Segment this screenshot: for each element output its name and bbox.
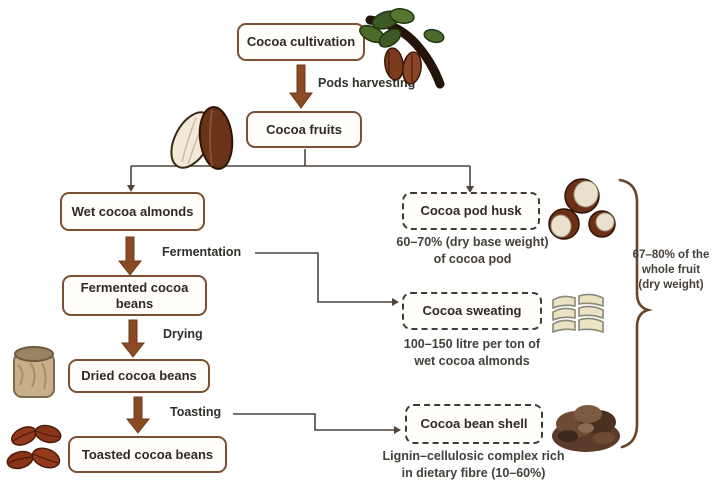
node-cocoa-pod-husk[interactable]: Cocoa pod husk [402, 192, 540, 230]
bean-shell-pile-icon [552, 405, 620, 452]
arrow-cultivation-to-fruits [289, 64, 313, 109]
node-cocoa-fruits[interactable]: Cocoa fruits [246, 111, 362, 148]
fermentation-connector [255, 252, 392, 303]
label-pods-harvesting: Pods harvesting [318, 76, 416, 90]
cocoa-bean-shell-note: Lignin–cellulosic complex rich in dietar… [382, 449, 565, 480]
flow-arrows [117, 64, 313, 434]
node-wet-cocoa-almonds[interactable]: Wet cocoa almonds [60, 192, 205, 231]
node-dried-cocoa-beans[interactable]: Dried cocoa beans [68, 359, 210, 393]
arrow-dried-to-toasted [125, 396, 151, 434]
toasted-beans-icon [6, 424, 62, 470]
label-toasting: Toasting [170, 405, 222, 419]
arrowhead-to-wet [127, 185, 135, 192]
node-cocoa-bean-shell[interactable]: Cocoa bean shell [405, 404, 543, 444]
arrowhead-to-husk [466, 186, 474, 193]
node-cocoa-cultivation[interactable]: Cocoa cultivation [237, 23, 365, 61]
label-drying: Drying [163, 327, 203, 341]
cocoa-pods-icon [170, 106, 234, 170]
sweating-pulp-icon [552, 293, 604, 334]
pod-husks-icon [548, 178, 616, 240]
arrow-wet-to-fermented [117, 236, 143, 276]
whole-fruit-brace [618, 178, 653, 449]
node-toasted-cocoa-beans[interactable]: Toasted cocoa beans [68, 436, 227, 473]
bean-sack-icon [13, 346, 55, 398]
label-fermentation: Fermentation [162, 245, 242, 259]
arrowhead-to-shell [394, 426, 401, 434]
cocoa-branch-icon [359, 8, 445, 89]
fruit-split-connector [130, 149, 471, 186]
whole-fruit-note: 67–80% of the whole fruit (dry weight) [632, 249, 710, 291]
cocoa-sweating-note: 100–150 litre per ton of wet cocoa almon… [403, 337, 541, 368]
node-fermented-cocoa-beans[interactable]: Fermented cocoa beans [62, 275, 207, 316]
arrowhead-to-sweating [392, 298, 399, 306]
cocoa-pod-husk-note: 60–70% (dry base weight) of cocoa pod [396, 235, 549, 266]
node-cocoa-sweating[interactable]: Cocoa sweating [402, 292, 542, 330]
toasting-connector [233, 413, 394, 431]
arrow-fermented-to-dried [120, 319, 146, 358]
